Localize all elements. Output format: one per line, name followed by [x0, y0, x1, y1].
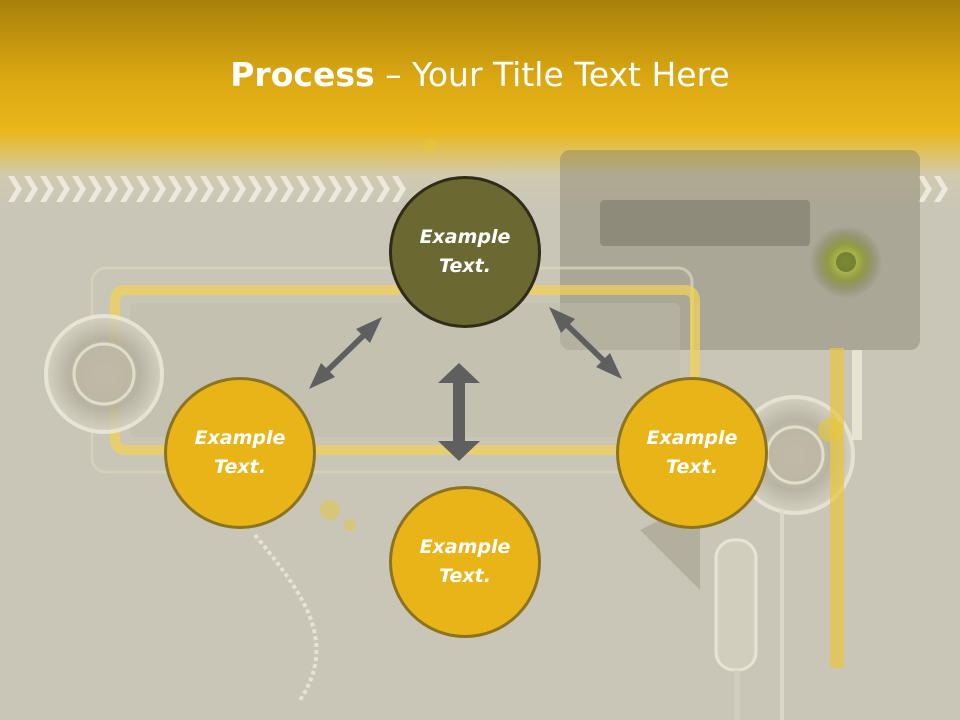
node-right-label: Example Text.: [646, 427, 738, 478]
chevron-decoration: [40, 176, 54, 202]
chevron-decoration: [184, 176, 198, 202]
chevron-decoration: [280, 176, 294, 202]
chevron-decoration: [296, 176, 310, 202]
chevron-decoration: [104, 176, 118, 202]
chevron-decoration: [264, 176, 278, 202]
chevron-decoration: [344, 176, 358, 202]
slide-title: Process – Your Title Text Here: [0, 52, 960, 98]
chevron-decoration: [376, 176, 390, 202]
chevron-decoration: [360, 176, 374, 202]
title-rest: – Your Title Text Here: [374, 55, 730, 94]
node-left-label: Example Text.: [194, 427, 286, 478]
chevron-decoration: [216, 176, 230, 202]
chevron-decoration: [392, 176, 406, 202]
node-bottom: Example Text.: [389, 486, 541, 638]
node-top: Example Text.: [389, 176, 541, 328]
chevron-decoration: [8, 176, 22, 202]
chevron-decoration: [168, 176, 182, 202]
chevron-decoration: [72, 176, 86, 202]
chevron-decoration: [56, 176, 70, 202]
node-left: Example Text.: [164, 377, 316, 529]
chevron-decoration: [136, 176, 150, 202]
chevron-decoration: [248, 176, 262, 202]
chevron-decoration: [152, 176, 166, 202]
chevron-decoration: [200, 176, 214, 202]
title-bold: Process: [230, 55, 375, 94]
node-right: Example Text.: [616, 377, 768, 529]
chevron-decoration: [918, 176, 932, 202]
chevron-decoration: [328, 176, 342, 202]
chevron-decoration: [88, 176, 102, 202]
chevron-decoration: [934, 176, 948, 202]
chevron-decoration: [312, 176, 326, 202]
chevron-decoration: [232, 176, 246, 202]
chevron-decoration: [24, 176, 38, 202]
node-top-label: Example Text.: [419, 226, 511, 277]
chevron-decoration: [120, 176, 134, 202]
node-bottom-label: Example Text.: [419, 536, 511, 587]
